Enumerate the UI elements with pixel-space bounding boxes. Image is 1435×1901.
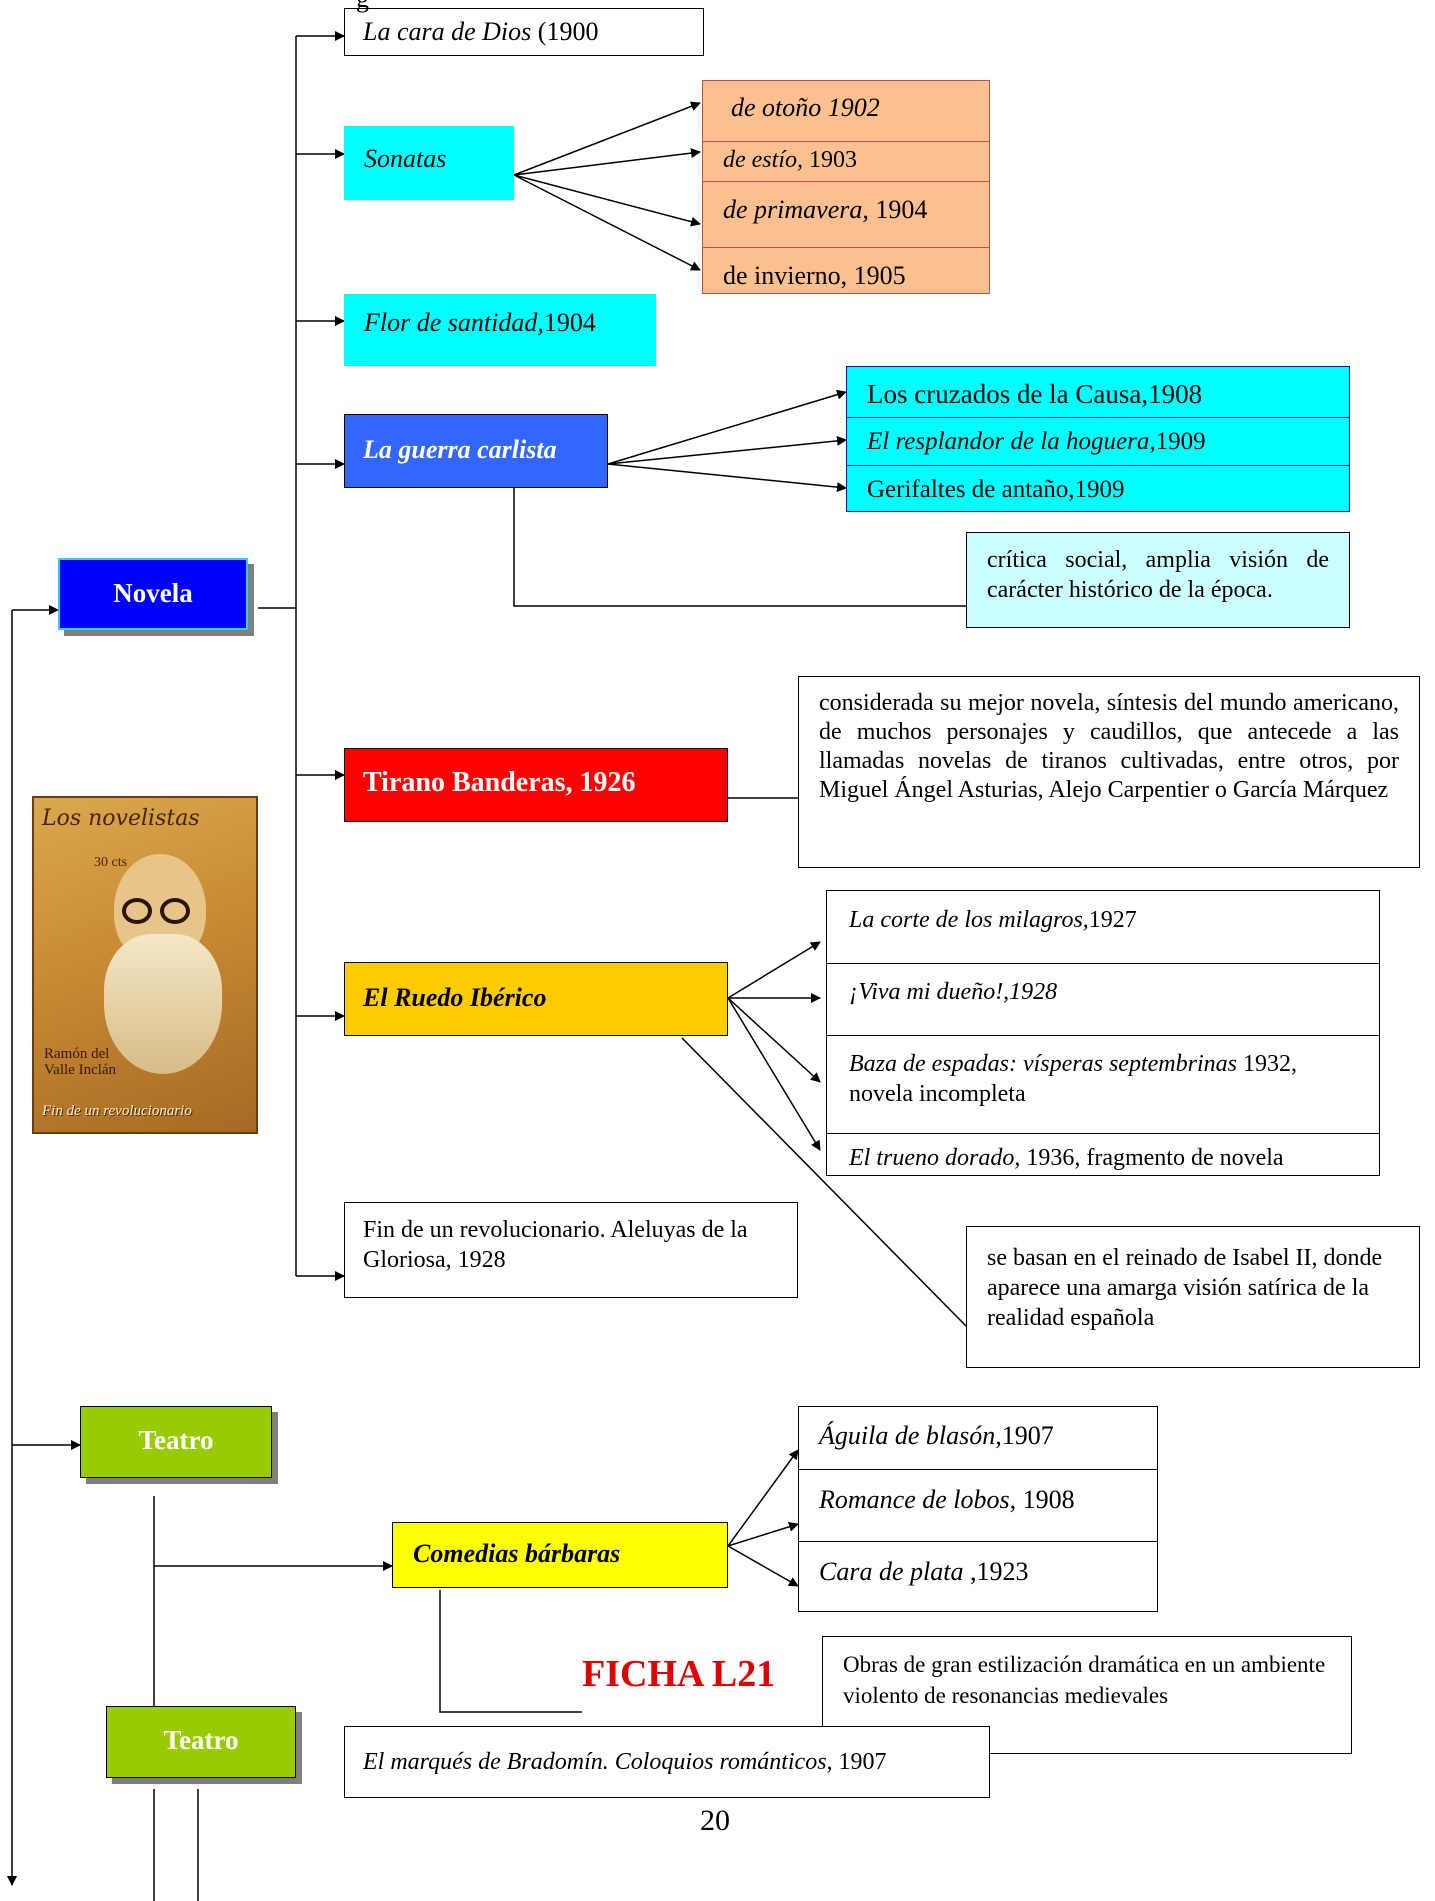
page-number: 20 — [700, 1804, 730, 1837]
tirano-banderas-label: Tirano Banderas, 1926 — [363, 767, 636, 798]
comedias-note-text: Obras de gran estilización dramática en … — [843, 1652, 1326, 1708]
marques-bradomin-text: El marqués de Bradomín. Coloquios románt… — [363, 1749, 887, 1775]
sonata-item: de invierno, 1905 — [723, 261, 906, 290]
marques-bradomin-box: El marqués de Bradomín. Coloquios románt… — [344, 1726, 990, 1798]
book-cover-image: Los novelistas 30 cts Ramón del Valle In… — [32, 796, 258, 1134]
flor-de-santidad-text: Flor de santidad,1904 — [364, 308, 596, 337]
carlista-note: crítica social, amplia visión de carácte… — [966, 532, 1350, 628]
teatro-node: Teatro — [80, 1406, 272, 1478]
comedias-item: Cara de plata ,1923 — [819, 1557, 1029, 1586]
sonatas-box: Sonatas — [344, 126, 514, 200]
flor-de-santidad-box: Flor de santidad,1904 — [344, 294, 656, 366]
tirano-note: considerada su mejor novela, síntesis de… — [798, 676, 1420, 868]
carlista-item: Gerifaltes de antaño,1909 — [867, 476, 1125, 503]
teatro-label-2: Teatro — [163, 1725, 239, 1755]
fin-revolucionario-box: Fin de un revolucionario. Aleluyas de la… — [344, 1202, 798, 1298]
sonatas-list: de otoño 1902 de estío, 1903 de primaver… — [702, 80, 990, 294]
comedias-item: Águila de blasón,1907 — [799, 1407, 1157, 1470]
novela-node: Novela — [58, 558, 248, 630]
carlista-list: Los cruzados de la Causa,1908 El resplan… — [846, 366, 1350, 512]
top-cut-text: g — [356, 0, 369, 14]
carlista-item: El resplandor de la hoguera,1909 — [847, 417, 1349, 466]
glasses-icon — [122, 898, 152, 924]
tirano-note-text: considerada su mejor novela, síntesis de… — [819, 690, 1399, 803]
comedias-item: Romance de lobos, 1908 — [799, 1469, 1157, 1542]
ruedo-note-text: se basan en el reinado de Isabel II, don… — [987, 1245, 1383, 1331]
fin-revolucionario-text: Fin de un revolucionario. Aleluyas de la… — [363, 1217, 748, 1273]
sonatas-label: Sonatas — [364, 144, 447, 173]
guerra-carlista-box: La guerra carlista — [344, 414, 608, 488]
ruedo-item: Baza de espadas: vísperas septembrinas 1… — [827, 1035, 1379, 1134]
ruedo-list: La corte de los milagros,1927 ¡Viva mi d… — [826, 890, 1380, 1176]
cara-de-dios-box: La cara de Dios (1900 — [344, 8, 704, 56]
ruedo-item: El trueno dorado, 1936, fragmento de nov… — [849, 1145, 1284, 1171]
novela-label: Novela — [113, 578, 193, 608]
ruedo-item: ¡Viva mi dueño!,1928 — [827, 963, 1379, 1036]
tirano-banderas-box: Tirano Banderas, 1926 — [344, 748, 728, 822]
comedias-list: Águila de blasón,1907 Romance de lobos, … — [798, 1406, 1158, 1612]
ruedo-item: La corte de los milagros,1927 — [827, 891, 1379, 964]
cara-de-dios-text: La cara de Dios (1900 — [363, 17, 599, 46]
ruedo-iberico-box: El Ruedo Ibérico — [344, 962, 728, 1036]
ficha-label: FICHA L21 — [582, 1653, 776, 1695]
ruedo-iberico-label: El Ruedo Ibérico — [363, 983, 547, 1012]
guerra-carlista-label: La guerra carlista — [363, 435, 557, 464]
teatro-label: Teatro — [138, 1425, 214, 1455]
comedias-barbaras-box: Comedias bárbaras — [392, 1522, 728, 1588]
ruedo-note: se basan en el reinado de Isabel II, don… — [966, 1226, 1420, 1368]
teatro-node-2: Teatro — [106, 1706, 296, 1778]
sonata-item: de estío, 1903 — [703, 141, 989, 182]
portrait-beard — [104, 934, 222, 1074]
sonata-item: de primavera, 1904 — [703, 181, 989, 248]
comedias-barbaras-label: Comedias bárbaras — [413, 1539, 621, 1568]
carlista-item: Los cruzados de la Causa,1908 — [847, 367, 1349, 418]
sonata-item: de otoño 1902 — [703, 81, 989, 142]
comedias-note: Obras de gran estilización dramática en … — [822, 1636, 1352, 1754]
carlista-note-text: crítica social, amplia visión de carácte… — [987, 547, 1329, 603]
